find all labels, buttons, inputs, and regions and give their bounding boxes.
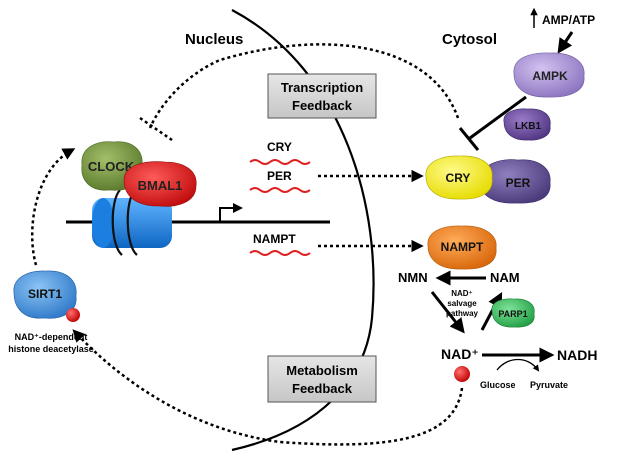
amp-atp-to-ampk-arrow (557, 31, 574, 54)
bmal1-label: BMAL1 (138, 178, 183, 193)
sirt1-caption-line2: histone deacetylase (8, 344, 94, 354)
nucleus-label: Nucleus (185, 31, 243, 48)
ampk-protein: AMPK (513, 52, 585, 98)
per-mrna-wave (249, 187, 311, 193)
nampt-mrna-label: NAMPT (253, 232, 296, 246)
glucose-label: Glucose (480, 380, 516, 390)
salvage-line2: salvage (447, 299, 477, 308)
nmn-label: NMN (398, 270, 428, 285)
transcription-start-arrow (219, 203, 243, 222)
nam-label: NAM (490, 270, 520, 285)
amp-atp-label: AMP/ATP (542, 13, 595, 27)
pyruvate-label: Pyruvate (530, 380, 568, 390)
bmal1-protein: BMAL1 (123, 161, 197, 207)
salvage-line1: NAD⁺ (451, 289, 473, 298)
clock-inhibition-bar (139, 116, 173, 142)
per-protein: PER (479, 159, 551, 204)
nmn-to-nad-arrow (430, 291, 465, 334)
cry-mrna-wave (249, 159, 311, 165)
transcription-feedback-line1: Transcription (281, 80, 363, 95)
parp1-protein: PARP1 (491, 298, 535, 328)
metabolism-feedback-line1: Metabolism (286, 363, 358, 378)
clock-label: CLOCK (88, 159, 135, 174)
transcription-feedback-box: Transcription Feedback (267, 73, 377, 119)
sirt1-nad-dot (66, 308, 80, 322)
cry-protein: CRY (425, 155, 493, 200)
parp1-label: PARP1 (498, 309, 527, 319)
lkb1-label: LKB1 (515, 121, 542, 132)
cytosol-label: Cytosol (442, 31, 497, 48)
transcription-feedback-line2: Feedback (292, 98, 353, 113)
sirt1-to-clock-arrow (30, 148, 76, 266)
transcription-feedback-arc (148, 43, 460, 129)
ampk-inhibition-line (469, 95, 527, 140)
cry-mrna-label: CRY (267, 140, 292, 154)
metabolism-feedback-line2: Feedback (292, 381, 353, 396)
metabolism-feedback-box: Metabolism Feedback (267, 355, 377, 403)
nucleosome-icon (92, 189, 172, 256)
nad-red-dot (454, 366, 470, 382)
ampk-inhibition-bar (458, 127, 480, 151)
cry-label: CRY (446, 171, 471, 185)
lkb1-protein: LKB1 (503, 108, 551, 141)
nadh-label: NADH (557, 347, 597, 363)
sirt1-caption-line1: NAD⁺-dependent (15, 332, 88, 342)
per-label: PER (506, 176, 531, 190)
nampt-protein: NAMPT (427, 225, 497, 270)
salvage-line3: pathway (446, 309, 479, 318)
sirt1-label: SIRT1 (28, 287, 62, 301)
nampt-label: NAMPT (441, 240, 484, 254)
ampk-label: AMPK (532, 69, 568, 83)
nad-plus-label: NAD⁺ (441, 346, 479, 362)
per-mrna-label: PER (267, 169, 292, 183)
sirt1-protein: SIRT1 (13, 270, 77, 319)
glycolysis-arc (496, 358, 540, 372)
nampt-mrna-wave (249, 250, 311, 256)
